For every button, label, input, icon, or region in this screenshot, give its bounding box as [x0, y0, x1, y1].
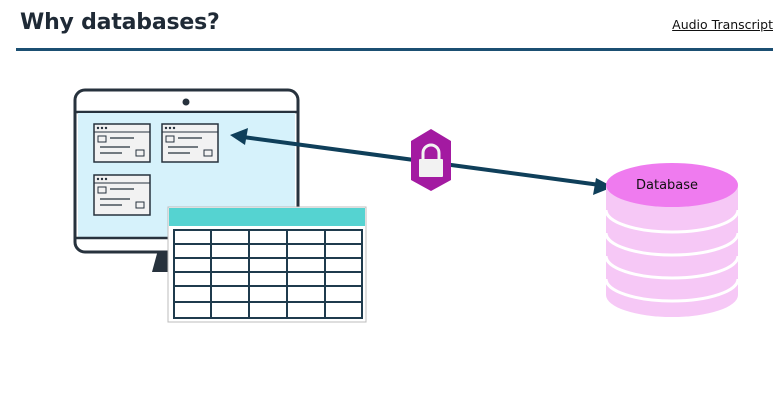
lock-icon: [411, 129, 451, 191]
app-window-card: [93, 174, 151, 216]
arrowhead-left: [230, 128, 248, 145]
arrowhead-right: [593, 178, 613, 195]
camera-dot: [182, 98, 190, 106]
data-table-icon: [167, 206, 367, 323]
database-label: Database: [636, 178, 699, 193]
audio-transcript-link[interactable]: Audio Transcript: [672, 17, 773, 32]
database-icon: [604, 163, 740, 317]
title-rule: [16, 48, 773, 51]
app-window-card: [161, 123, 219, 163]
page-title: Why databases?: [20, 10, 220, 35]
app-window-card: [93, 123, 151, 163]
